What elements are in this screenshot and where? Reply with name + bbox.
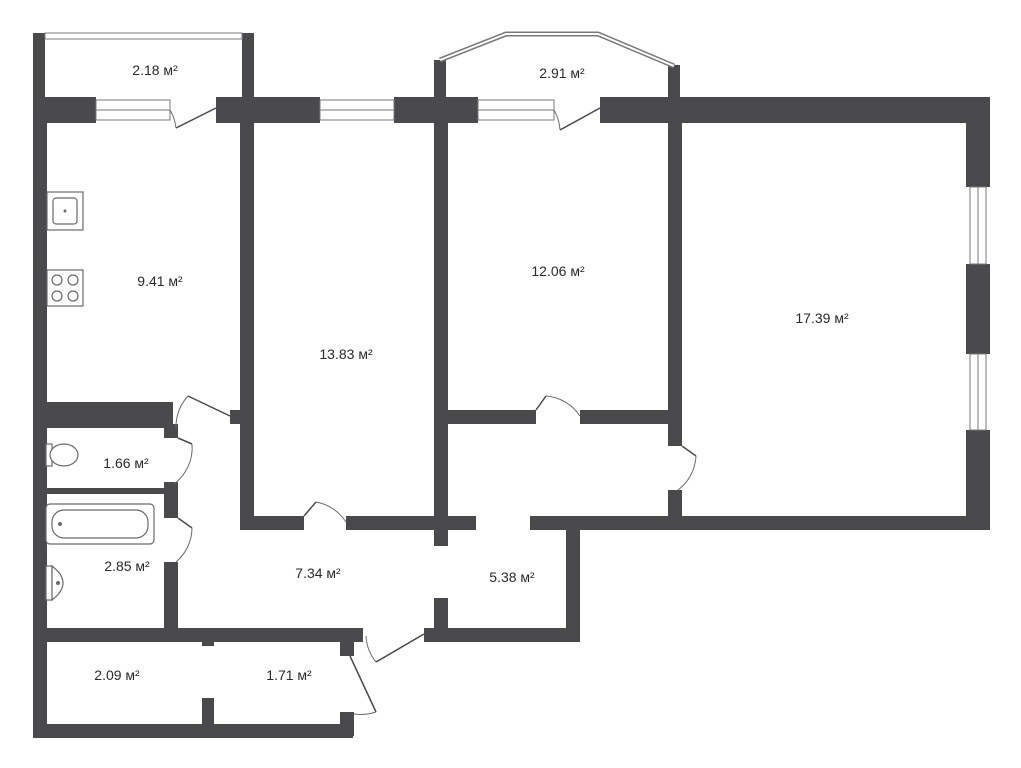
fixtures bbox=[45, 191, 155, 602]
stove-icon bbox=[46, 269, 84, 307]
window-balcony-left bbox=[44, 32, 243, 40]
area-label-room-3: 17.39 м² bbox=[795, 310, 849, 326]
area-label-balcony-left: 2.18 м² bbox=[132, 62, 178, 78]
area-label-balcony-bay: 2.91 м² bbox=[539, 65, 585, 81]
area-label-storage-left: 2.09 м² bbox=[94, 667, 140, 683]
walls bbox=[33, 33, 990, 738]
area-label-toilet: 1.66 м² bbox=[103, 455, 149, 471]
toilet-icon bbox=[45, 443, 79, 467]
washbasin-icon bbox=[45, 564, 64, 602]
window-bay bbox=[439, 31, 675, 69]
sink-icon bbox=[46, 191, 84, 231]
area-label-room-1: 13.83 м² bbox=[319, 346, 373, 362]
windows bbox=[44, 31, 987, 431]
area-label-room-2: 12.06 м² bbox=[531, 263, 585, 279]
area-label-kitchen: 9.41 м² bbox=[137, 273, 183, 289]
area-label-hall: 7.34 м² bbox=[295, 565, 341, 581]
doors bbox=[169, 107, 697, 715]
area-label-bathroom: 2.85 м² bbox=[104, 558, 150, 574]
area-label-entrance: 1.71 м² bbox=[266, 667, 312, 683]
bathtub-icon bbox=[45, 503, 155, 545]
area-label-corridor: 5.38 м² bbox=[489, 569, 535, 585]
